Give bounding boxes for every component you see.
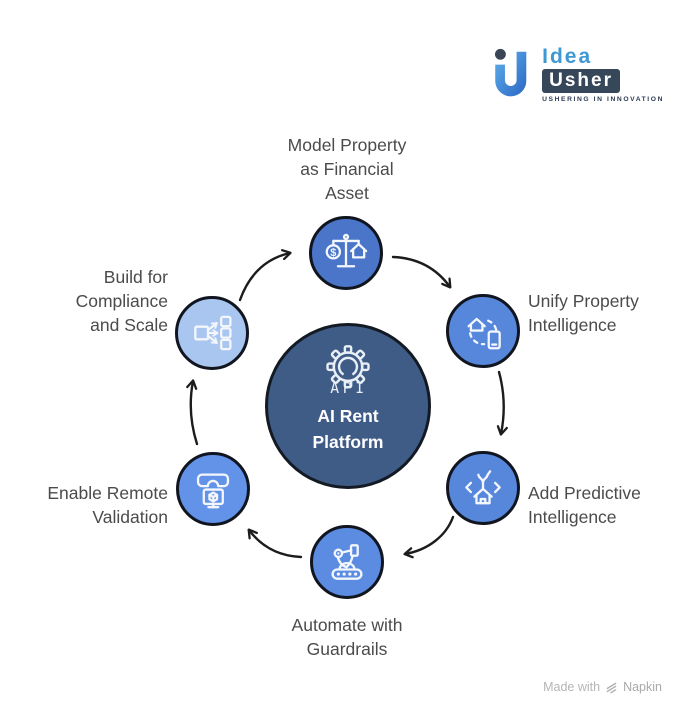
label-unify-property: Unify Property Intelligence [528,291,639,335]
label-remote-validation: Enable Remote Validation [47,483,168,527]
idea-usher-logo: Idea Usher USHERING IN INNOVATION [492,46,664,104]
hub-title: AI Rent Platform [312,406,384,452]
house-phone-sync-icon [467,317,501,350]
napkin-logo-icon [606,682,617,693]
arrow-topleft-to-top [238,249,292,302]
idea-usher-mark-icon [495,48,527,97]
dollar-glyph: $ [330,247,336,259]
logo-word-usher: Usher [542,69,620,93]
arrow-bottomright-to-bottom [403,515,455,559]
node-compliance-scale [175,296,249,370]
api-badge-text: API [330,380,368,397]
logo-tagline: USHERING IN INNOVATION [542,96,664,103]
node-unify-property [446,294,520,368]
vr-headset-monitor-icon [196,473,230,509]
hub-ai-rent-platform: API AI Rent Platform [265,323,431,489]
napkin-brand-text: Napkin [623,680,662,694]
balance-scale-house-icon: $ [325,233,368,268]
made-with-napkin-credit: Made with Napkin [543,680,662,694]
made-with-text: Made with [543,680,601,694]
logo-word-idea: Idea [542,45,593,68]
node-automate [310,525,384,599]
label-model-property: Model Property as Financial Asset [287,135,407,203]
node-model-property: $ [309,216,383,290]
label-automate: Automate with Guardrails [291,615,403,659]
label-compliance-scale: Build for Compliance and Scale [75,267,168,335]
arrow-top-to-topright [391,255,452,289]
label-add-predictive: Add Predictive Intelligence [528,483,641,527]
api-gear-icon: API [326,345,370,397]
robot-arm-conveyor-icon [331,544,363,580]
arrow-topright-to-bottomright [496,370,508,436]
arrow-bottomleft-to-topleft [186,379,199,446]
node-add-predictive [446,451,520,525]
forecast-house-icon [465,470,501,505]
logo-wordmark: Idea Usher USHERING IN INNOVATION [542,46,664,103]
arrow-bottom-to-bottomleft [247,528,303,559]
fan-out-icon [194,315,232,351]
node-remote-validation [176,452,250,526]
